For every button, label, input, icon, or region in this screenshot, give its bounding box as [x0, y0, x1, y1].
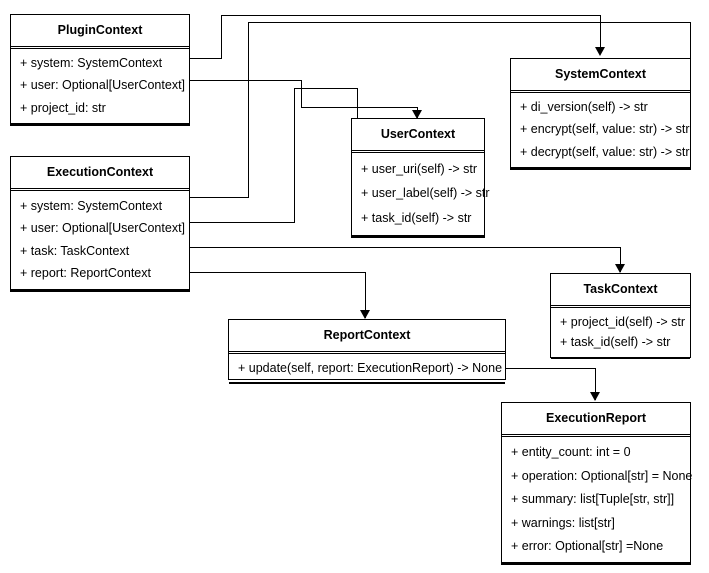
- connector-exec-report-h1: [190, 272, 366, 273]
- class-member: + task_id(self) -> str: [560, 335, 671, 349]
- class-box-report-context[interactable]: ReportContext + update(self, report: Exe…: [228, 319, 506, 384]
- class-title-execution-report: ExecutionReport: [502, 403, 690, 437]
- class-member: + project_id: str: [20, 100, 106, 115]
- class-box-user-context[interactable]: UserContext + user_uri(self) -> str + us…: [351, 118, 490, 238]
- class-member: + task_id(self) -> str: [361, 211, 472, 226]
- class-title-task-context: TaskContext: [551, 274, 690, 308]
- class-member: + task: TaskContext: [20, 243, 130, 258]
- arrowhead-exec-report: [360, 310, 370, 319]
- class-member: + user: Optional[UserContext]: [20, 221, 186, 236]
- class-members-execution-context: + system: SystemContext + user: Optional…: [11, 191, 189, 291]
- class-member: + user: Optional[UserContext]: [20, 78, 186, 93]
- connector-report-execreport-v1: [595, 368, 596, 400]
- connector-plugin-system-h2: [221, 15, 601, 16]
- connector-plugin-user-h1: [190, 80, 302, 81]
- class-title-user-context: UserContext: [352, 119, 484, 153]
- class-members-task-context: + project_id(self) -> str + task_id(self…: [551, 308, 690, 359]
- class-title-plugin-context: PluginContext: [11, 15, 189, 49]
- class-member: + di_version(self) -> str: [520, 100, 648, 115]
- class-box-execution-context[interactable]: ExecutionContext + system: SystemContext…: [10, 156, 190, 292]
- class-member: + system: SystemContext: [20, 198, 163, 213]
- connector-exec-user-h2: [294, 88, 358, 89]
- connector-exec-system-v1: [248, 22, 249, 198]
- class-members-plugin-context: + system: SystemContext + user: Optional…: [11, 49, 189, 125]
- connector-exec-task-h1: [190, 247, 621, 248]
- connector-exec-report-v1: [365, 272, 366, 318]
- class-member: + report: ReportContext: [20, 266, 151, 281]
- connector-exec-user-v1: [294, 88, 295, 223]
- class-box-execution-report[interactable]: ExecutionReport + entity_count: int = 0 …: [501, 402, 693, 565]
- class-member: + encrypt(self, value: str) -> str: [520, 122, 690, 137]
- connector-plugin-user-h2: [301, 107, 418, 108]
- connector-exec-task-v1: [620, 247, 621, 272]
- class-title-system-context: SystemContext: [511, 59, 690, 93]
- class-member: + system: SystemContext: [20, 56, 163, 71]
- class-member: + summary: list[Tuple[str, str]]: [511, 492, 675, 506]
- class-member: + decrypt(self, value: str) -> str: [520, 144, 690, 159]
- class-member: + update(self, report: ExecutionReport) …: [238, 360, 503, 375]
- class-box-system-context[interactable]: SystemContext + di_version(self) -> str …: [510, 58, 691, 170]
- class-box-plugin-context[interactable]: PluginContext + system: SystemContext + …: [10, 14, 190, 126]
- connector-plugin-system-v2: [600, 15, 601, 48]
- arrowhead-plugin-user: [412, 110, 422, 119]
- connector-exec-system-v2: [690, 22, 691, 59]
- class-title-report-context: ReportContext: [229, 320, 505, 354]
- class-member: + operation: Optional[str] = None: [511, 468, 693, 483]
- connector-report-execreport-h1: [506, 368, 596, 369]
- class-member: + warnings: list[str]: [511, 515, 615, 530]
- connector-exec-system-h2: [248, 22, 691, 23]
- connector-plugin-system-v1: [221, 15, 222, 59]
- class-member: + error: Optional[str] =None: [511, 539, 664, 553]
- class-members-system-context: + di_version(self) -> str + encrypt(self…: [511, 93, 690, 169]
- arrowhead-plugin-system: [595, 47, 605, 56]
- connector-plugin-user-v1: [301, 80, 302, 107]
- class-members-report-context: + update(self, report: ExecutionReport) …: [229, 354, 505, 384]
- connector-plugin-system-h1: [190, 58, 222, 59]
- class-member: + user_uri(self) -> str: [361, 161, 478, 176]
- class-members-execution-report: + entity_count: int = 0 + operation: Opt…: [502, 437, 693, 564]
- arrowhead-report-execreport: [590, 392, 600, 401]
- arrowhead-exec-task: [615, 264, 625, 273]
- class-members-user-context: + user_uri(self) -> str + user_label(sel…: [352, 153, 490, 237]
- class-title-execution-context: ExecutionContext: [11, 157, 189, 191]
- class-member: + entity_count: int = 0: [511, 445, 631, 459]
- class-box-task-context[interactable]: TaskContext + project_id(self) -> str + …: [550, 273, 691, 359]
- connector-exec-system-h1: [190, 197, 249, 198]
- connector-exec-user-h1: [190, 222, 295, 223]
- class-member: + user_label(self) -> str: [361, 186, 490, 201]
- class-member: + project_id(self) -> str: [560, 314, 686, 329]
- connector-exec-user-v2: [357, 88, 358, 118]
